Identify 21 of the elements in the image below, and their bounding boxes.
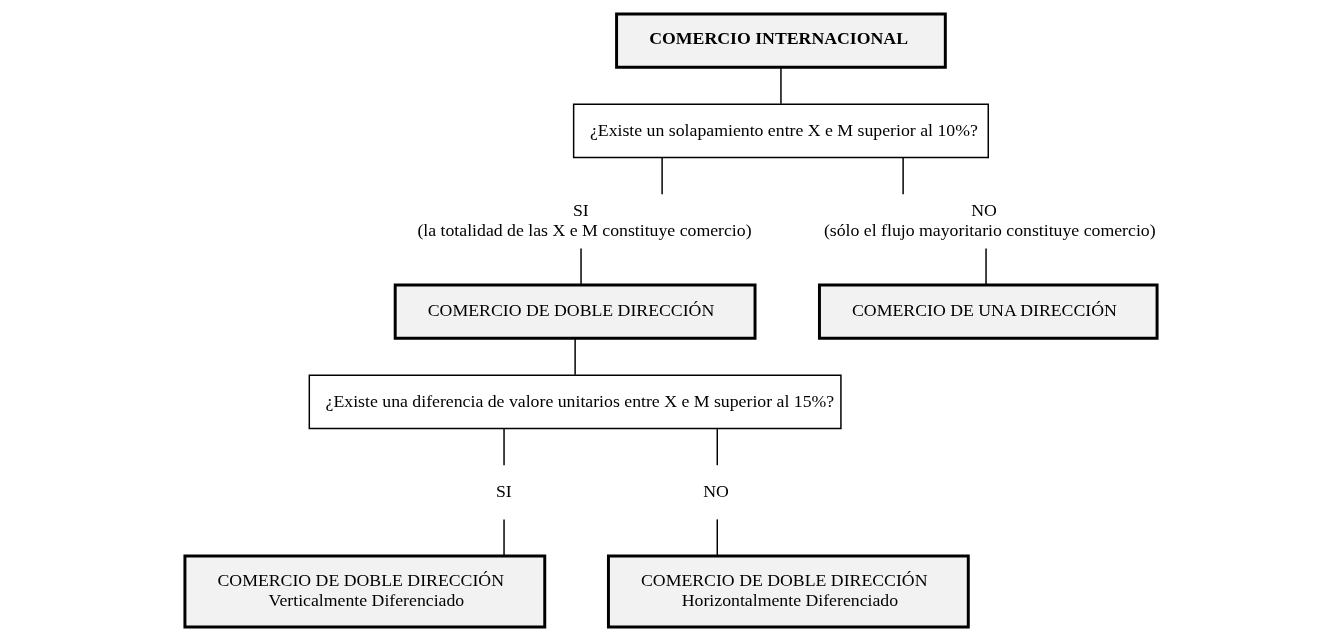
connector xyxy=(716,428,718,466)
connector xyxy=(503,428,505,466)
connector xyxy=(580,247,582,286)
connector xyxy=(716,518,718,557)
node-text: NO (sólo el flujo mayoritario constituye comercio) xyxy=(823,200,1156,240)
node-text: SI (la totalidad de las X e M constituye comercio) xyxy=(417,200,752,240)
connector xyxy=(780,67,782,105)
node-box: COMERCIO INTERNACIONAL xyxy=(615,12,947,69)
node-box: COMERCIO DE DOBLE DIRECCIÓN Horizontalmente Diferenciado xyxy=(606,554,970,629)
node-text: SI xyxy=(495,480,512,501)
node-box: ¿Existe un solapamiento entre X e M superior al 10%? xyxy=(572,103,989,159)
node-box: COMERCIO DE UNA DIRECCIÓN xyxy=(817,283,1159,340)
node-box: ¿Existe una diferencia de valore unitarios entre X e M superior al 15%? xyxy=(308,374,842,430)
connector xyxy=(574,337,576,376)
connector xyxy=(985,247,987,286)
connector xyxy=(503,518,505,557)
node-box: COMERCIO DE DOBLE DIRECCIÓN xyxy=(393,283,757,340)
connector xyxy=(902,157,904,195)
node-box: COMERCIO DE DOBLE DIRECCIÓN Verticalmente Diferenciado xyxy=(183,554,547,629)
node-text: NO xyxy=(703,480,729,501)
connector xyxy=(661,157,663,195)
